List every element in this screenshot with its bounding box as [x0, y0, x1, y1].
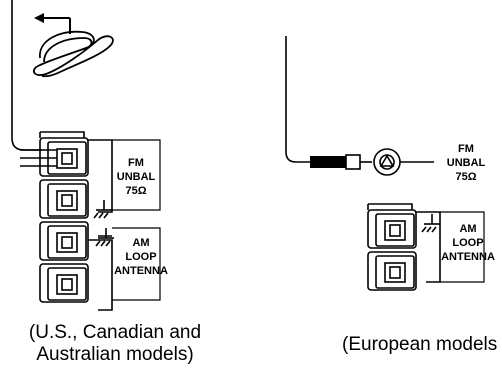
ground-icon [95, 228, 114, 247]
eu-caption-line-1: (European models [342, 334, 498, 355]
eu-antenna-panel [285, 36, 485, 291]
fm-feed-line [285, 36, 310, 163]
am-bracket [88, 235, 113, 311]
us-terminal-block [20, 131, 89, 303]
svg-text:75Ω: 75Ω [125, 185, 146, 197]
us-am-label: AM LOOP ANTENNA [114, 237, 168, 277]
fm-label-bracket [112, 139, 161, 211]
eu-am-label: AM LOOP ANTENNA [441, 223, 495, 263]
svg-text:FM: FM [128, 157, 144, 169]
svg-text:75Ω: 75Ω [455, 171, 476, 183]
eu-caption: (European models [342, 334, 502, 356]
svg-text:UNBAL: UNBAL [117, 171, 156, 183]
svg-text:FM: FM [458, 143, 474, 155]
svg-text:LOOP: LOOP [125, 251, 156, 263]
direction-arrow-icon [34, 13, 71, 34]
us-caption-line-1: (U.S., Canadian and [28, 322, 202, 343]
svg-text:LOOP: LOOP [452, 237, 483, 249]
am-label-bracket [112, 227, 161, 301]
ground-icon [93, 200, 112, 219]
us-fm-label: FM UNBAL 75Ω [117, 157, 156, 197]
us-caption: (U.S., Canadian and Australian models) [0, 322, 230, 366]
ground-icon [421, 214, 440, 233]
coax-plug-icon [310, 154, 372, 170]
coax-socket-icon [373, 148, 401, 176]
svg-text:UNBAL: UNBAL [447, 157, 486, 169]
svg-text:AM: AM [459, 223, 476, 235]
eu-terminal-block [367, 203, 417, 291]
eu-fm-label: FM UNBAL 75Ω [447, 143, 486, 183]
fm-wire-coil-icon [32, 30, 114, 78]
us-antenna-panel [11, 0, 114, 311]
us-caption-line-2: Australian models) [36, 344, 194, 365]
am-bracket [416, 211, 441, 283]
svg-text:ANTENNA: ANTENNA [114, 265, 168, 277]
svg-text:AM: AM [132, 237, 149, 249]
svg-text:ANTENNA: ANTENNA [441, 251, 495, 263]
fm-bracket [88, 139, 113, 213]
